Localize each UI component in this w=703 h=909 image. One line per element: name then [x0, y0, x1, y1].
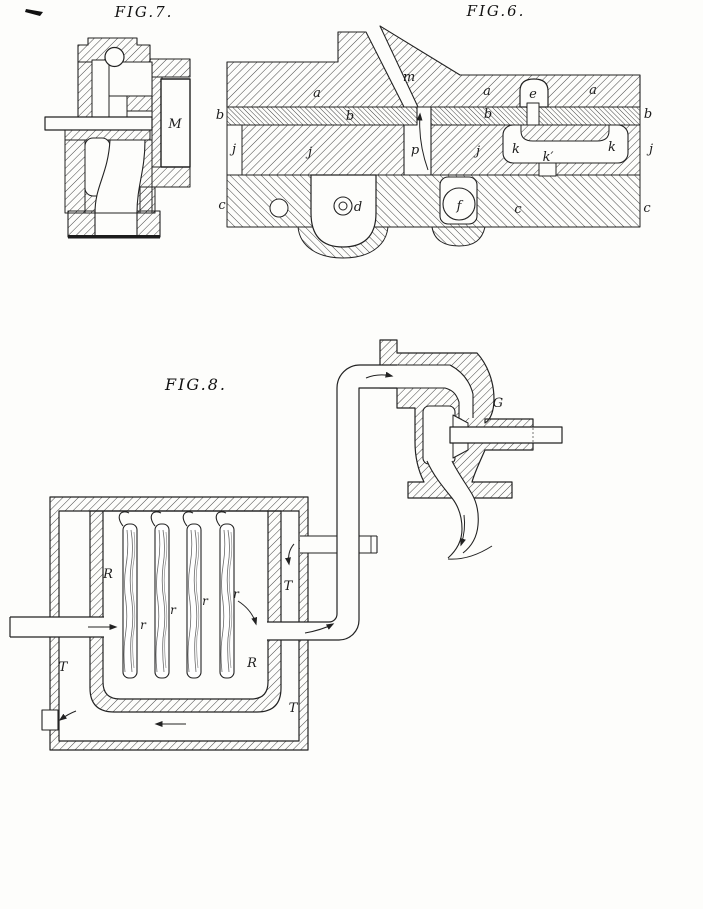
- fig7-corner-mark: [25, 9, 43, 16]
- fig6-label-b3: b: [484, 107, 492, 122]
- fig7-label-M: M: [167, 117, 182, 132]
- fig6-label-j1: j: [229, 142, 236, 157]
- fig6-label-a2: a: [483, 84, 491, 99]
- fig8-label-r2: r: [170, 603, 177, 617]
- fig6-label-c1: c: [218, 198, 226, 213]
- fig8-drawing: FIG.8. G R R r r r r T T T: [9, 339, 563, 751]
- fig8-inlet-pipe: [10, 617, 104, 637]
- fig6-title: FIG.6.: [466, 2, 526, 20]
- fig8-label-r1: r: [140, 618, 147, 632]
- fig6-drawing: FIG.6. m a a a b b b b e p j j j j k k k…: [216, 2, 653, 259]
- fig6-label-j3: j: [473, 144, 480, 159]
- fig6-band-a-right: [379, 25, 641, 108]
- fig6-band-b: [226, 106, 641, 126]
- fig8-pump-G: [358, 339, 563, 560]
- fig6-band-c: [226, 174, 641, 228]
- fig8-drain-stub: [41, 709, 59, 731]
- fig8-label-T2: T: [59, 660, 69, 675]
- fig8-label-T3: T: [289, 701, 299, 716]
- fig8-label-T1: T: [284, 579, 294, 594]
- fig6-label-p: p: [411, 143, 420, 158]
- fig6-label-f: f: [456, 199, 464, 214]
- fig8-flow-arrows: [58, 371, 394, 727]
- fig6-label-k2: k: [608, 140, 616, 155]
- fig8-label-r3: r: [202, 594, 209, 608]
- fig6-label-k-prime: k′: [543, 150, 554, 165]
- fig8-label-R1: R: [102, 567, 113, 582]
- fig6-label-e: e: [529, 87, 537, 102]
- fig6-label-b2: b: [346, 109, 354, 124]
- fig7-port-hole: [104, 46, 125, 68]
- fig6-label-a3: a: [589, 83, 597, 98]
- fig6-dome-e: [519, 78, 549, 108]
- fig6-label-k1: k: [512, 142, 520, 157]
- fig6-label-c2: c: [514, 202, 522, 217]
- fig8-label-G: G: [493, 396, 503, 411]
- fig8-label-R2: R: [246, 656, 257, 671]
- fig8-pump-shaft: [449, 426, 563, 444]
- fig7-shaft: [44, 116, 153, 131]
- fig6-label-b1: b: [216, 108, 224, 123]
- fig6-label-m: m: [403, 70, 415, 85]
- fig8-inner-vessel-wall: [89, 510, 282, 713]
- fig8-title: FIG.8.: [164, 375, 227, 394]
- fig6-label-c3: c: [643, 201, 651, 216]
- fig6-label-b4: b: [644, 107, 652, 122]
- fig6-label-j2: j: [305, 145, 312, 160]
- fig7-title: FIG.7.: [114, 3, 174, 21]
- fig8-label-r4: r: [233, 587, 240, 601]
- fig8-tubes: [118, 511, 235, 679]
- fig7-drawing: FIG.7. M: [25, 3, 191, 239]
- fig6-label-j4: j: [646, 142, 653, 157]
- fig6-label-a1: a: [313, 86, 321, 101]
- fig6-label-d: d: [354, 200, 362, 215]
